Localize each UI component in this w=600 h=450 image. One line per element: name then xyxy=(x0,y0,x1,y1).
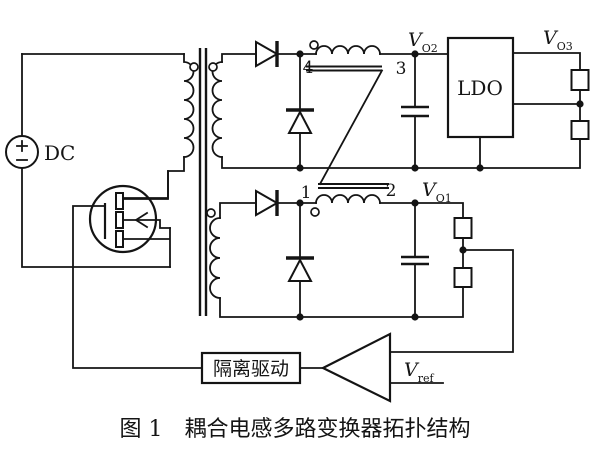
junction-dots xyxy=(296,50,584,321)
node-dot xyxy=(411,313,419,321)
primary-winding xyxy=(183,53,195,158)
secondary-winding-bottom xyxy=(209,217,221,299)
return-rail-bottom-stage xyxy=(219,286,464,318)
node-dot xyxy=(459,246,467,254)
v-o2-label: VO2 xyxy=(408,29,438,55)
node-dot xyxy=(411,199,419,207)
coupled-inductor-core-bottom xyxy=(318,182,389,190)
secondary-bottom-polarity-dot-icon xyxy=(206,208,216,218)
mosfet-switch xyxy=(88,170,171,268)
dc-label: DC xyxy=(44,141,75,165)
mosfet-body-contact xyxy=(115,211,124,229)
mosfet-source-contact xyxy=(115,230,124,248)
transformer xyxy=(122,48,223,316)
ldo-divider-resistor-top xyxy=(570,69,590,91)
rectifier-diode-bottom-icon xyxy=(255,189,280,217)
figure-caption: 图 1 耦合电感多路变换器拓扑结构 xyxy=(120,417,471,442)
output-cap-top-icon xyxy=(401,105,429,118)
freewheel-diode-top-icon xyxy=(287,109,313,134)
mosfet-drain-lead xyxy=(122,170,169,200)
transformer-core xyxy=(198,48,208,316)
return-rail-top-stage xyxy=(221,138,581,169)
inductor-bottom-polarity-dot-icon xyxy=(310,207,320,217)
plus-sign-icon xyxy=(16,140,28,152)
secondary-winding-top xyxy=(211,61,223,158)
v-ref-label: Vref xyxy=(404,359,435,385)
mosfet-source-lead xyxy=(122,227,171,268)
mosfet-body-lead xyxy=(122,219,171,229)
node-dot xyxy=(296,50,304,58)
coupled-inductor-winding-4-3 xyxy=(315,45,381,55)
voltage-labels: VO2 VO3 VO1 Vref xyxy=(404,27,573,385)
terminal-numbers: 4 3 1 2 xyxy=(301,58,407,203)
output-stage-bottom xyxy=(219,69,514,353)
mosfet-drain-contact xyxy=(115,192,124,210)
terminal-4-label: 4 xyxy=(303,58,314,78)
wire-inductor2-to-divider xyxy=(379,202,464,219)
inductor-top-polarity-dot-icon xyxy=(309,40,319,50)
terminal-2-label: 2 xyxy=(386,181,397,201)
mosfet-arrow-icon xyxy=(134,211,149,229)
output-stage-top: LDO xyxy=(221,36,590,169)
node-dot xyxy=(576,100,584,108)
node-dot xyxy=(411,50,419,58)
dc-source: DC xyxy=(5,53,171,268)
v-o3-label: VO3 xyxy=(543,27,573,53)
feedback-resistor-bottom xyxy=(453,267,473,288)
wire-secondary2-to-diode xyxy=(219,202,257,219)
isolated-driver-label: 隔离驱动 xyxy=(213,358,289,380)
ldo-divider-resistor-bottom xyxy=(570,120,590,140)
v-o1-label: VO1 xyxy=(422,179,452,205)
coupled-inductor-winding-1-2 xyxy=(315,194,381,204)
rectifier-diode-top-icon xyxy=(255,40,280,68)
coupled-inductor-core-top xyxy=(306,65,382,72)
freewheel-diode-bottom-icon xyxy=(287,257,313,282)
terminal-1-label: 1 xyxy=(301,183,312,203)
ldo-block xyxy=(446,36,515,139)
ldo-label: LDO xyxy=(457,76,503,100)
node-dot xyxy=(296,313,304,321)
node-dot xyxy=(476,164,484,172)
primary-polarity-dot-icon xyxy=(189,62,199,72)
control-loop: 隔离驱动 xyxy=(200,332,444,403)
feedback-wire xyxy=(389,249,514,353)
primary-to-drain-lead xyxy=(122,156,185,199)
error-amplifier-icon xyxy=(320,332,392,403)
node-dot xyxy=(296,199,304,207)
node-dot xyxy=(296,164,304,172)
dc-bottom-lead xyxy=(21,167,171,268)
coupled-inductor-coupling-link xyxy=(318,69,384,186)
secondary-top-polarity-dot-icon xyxy=(208,62,218,72)
node-dot xyxy=(411,164,419,172)
terminal-3-label: 3 xyxy=(396,59,407,79)
isolated-driver-block xyxy=(200,351,302,385)
gate-drive-wire xyxy=(72,205,203,369)
wire-secondary-to-diode xyxy=(221,53,257,63)
output-cap-bottom-icon xyxy=(401,255,429,266)
mosfet-circle xyxy=(88,184,158,254)
feedback-resistor-top xyxy=(453,217,473,239)
ldo-output-wires xyxy=(512,52,581,122)
